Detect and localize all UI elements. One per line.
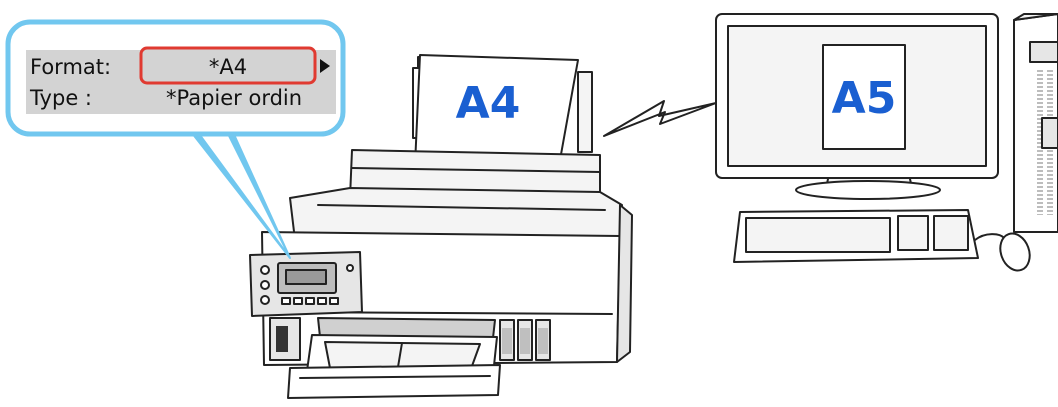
monitor: A5 [716, 14, 998, 178]
type-value: *Papier ordin [166, 86, 302, 110]
pc-tower [1014, 14, 1058, 232]
keyboard [734, 210, 978, 262]
format-value: *A4 [209, 55, 247, 79]
printer-paper-size-label: A4 [456, 78, 521, 129]
type-label: Type : [29, 86, 92, 110]
a4-paper-sheet: A4 [415, 55, 578, 165]
output-tray [288, 335, 500, 398]
mouse [975, 229, 1035, 274]
ink-tanks [500, 320, 550, 360]
computer: A5 [716, 14, 1058, 275]
a5-document: A5 [823, 45, 905, 149]
printer-control-panel [250, 252, 362, 316]
format-label: Format: [30, 55, 111, 79]
wireless-signal-icon [604, 101, 716, 136]
monitor-document-size-label: A5 [832, 73, 897, 124]
